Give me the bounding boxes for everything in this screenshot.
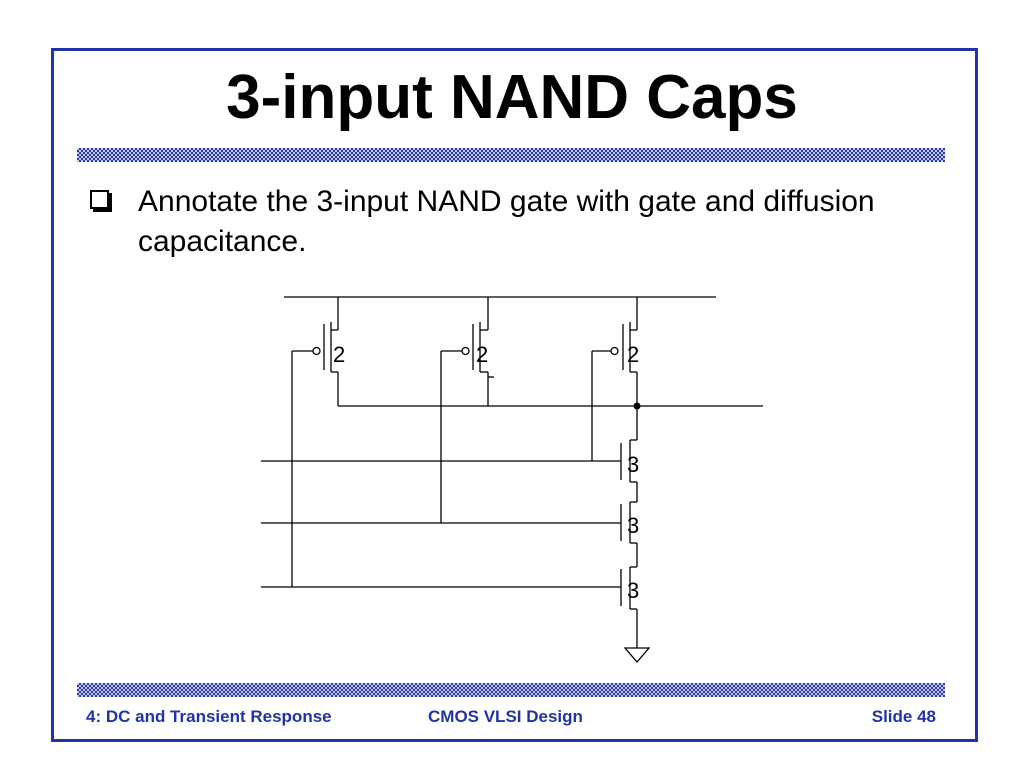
pmos-transistor-3 (592, 297, 638, 406)
footer-slide-number: Slide 48 (871, 707, 936, 726)
output-node-dot (633, 402, 641, 410)
footer-divider (77, 683, 945, 697)
ground-icon (623, 647, 651, 663)
nmos-size-label-3: 3 (627, 578, 639, 603)
input-wire-c (261, 351, 621, 588)
title-divider (77, 148, 945, 162)
slide-title: 3-input NAND Caps (226, 63, 798, 132)
nmos-size-label-1: 3 (627, 452, 639, 477)
nmos-transistor-2 (620, 501, 638, 567)
nmos-size-label-2: 3 (627, 513, 639, 538)
pmos-transistor-1 (292, 297, 339, 406)
bullet-item: Annotate the 3-input NAND gate with gate… (90, 182, 890, 262)
footer-course: CMOS VLSI Design (428, 707, 583, 726)
pmos-size-label-3: 2 (627, 342, 639, 367)
nmos-transistor-3 (620, 566, 638, 648)
pmos-size-label-1: 2 (333, 342, 345, 367)
pmos-transistor-2 (441, 297, 494, 406)
bullet-text: Annotate the 3-input NAND gate with gate… (138, 185, 875, 258)
pmos-size-label-2: 2 (476, 342, 488, 367)
checkbox-bullet-icon (90, 190, 109, 209)
input-wire-b (261, 351, 621, 524)
footer-chapter: 4: DC and Transient Response (86, 707, 332, 726)
slide-frame (51, 48, 978, 742)
